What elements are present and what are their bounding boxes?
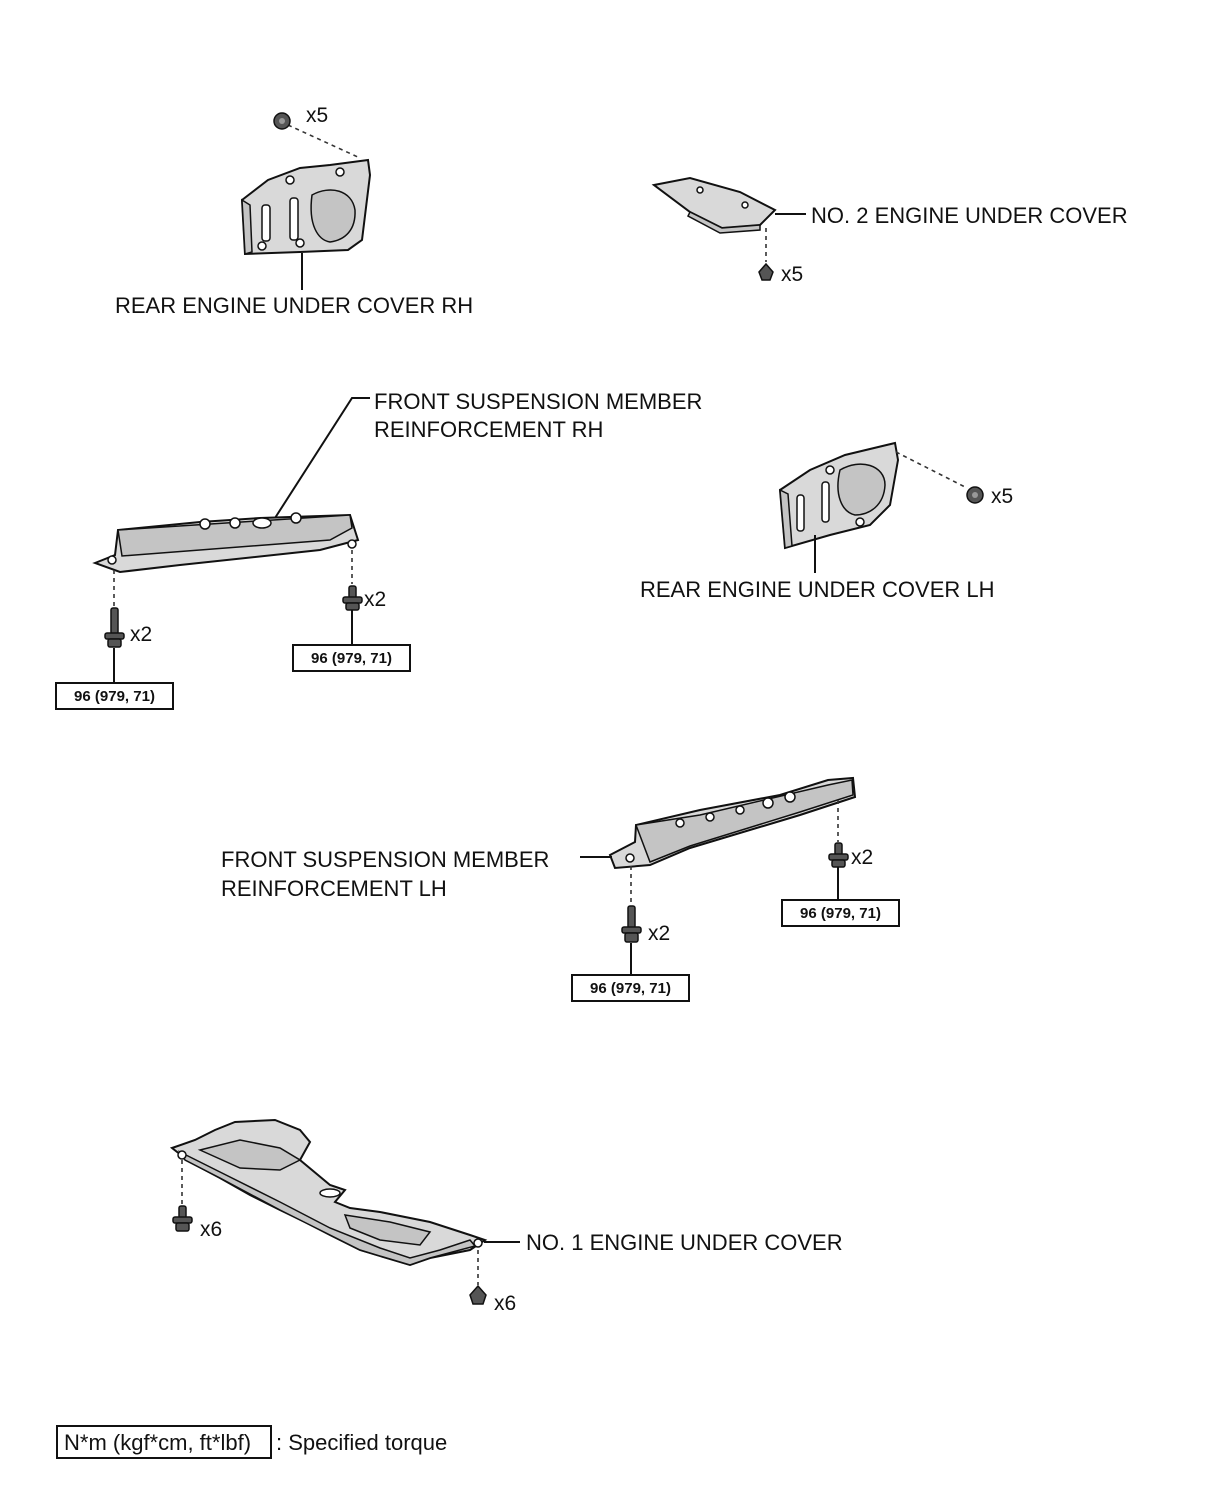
label-no1-engine-under-cover: NO. 1 ENGINE UNDER COVER (526, 1230, 843, 1255)
torque-value: 96 (979, 71) (74, 688, 155, 705)
legend-unit-box: N*m (kgf*cm, ft*lbf) (64, 1430, 251, 1455)
label-rear-engine-under-cover-rh: REAR ENGINE UNDER COVER RH (115, 293, 473, 318)
torque-box-fsm-rh-right: 96 (979, 71) (292, 644, 411, 672)
label-fsm-lh-line2: REINFORCEMENT LH (221, 876, 447, 901)
front-suspension-member-reinforcement-rh (92, 397, 370, 683)
clip-icon (966, 486, 984, 504)
bolt-icon (621, 905, 642, 943)
bolt-icon (828, 842, 849, 868)
label-rear-engine-under-cover-lh: REAR ENGINE UNDER COVER LH (640, 577, 995, 602)
label-fsm-rh-line1: FRONT SUSPENSION MEMBER (374, 389, 702, 414)
legend-description: : Specified torque (276, 1430, 447, 1455)
bolt-icon (104, 607, 125, 648)
torque-box-fsm-lh-left: 96 (979, 71) (571, 974, 690, 1002)
clip-icon (469, 1284, 487, 1305)
qty-rear-lh: x5 (991, 485, 1013, 508)
qty-rear-rh: x5 (306, 104, 328, 127)
clip-icon (273, 112, 291, 130)
qty-fsm-lh-left: x2 (648, 922, 670, 945)
no2-engine-under-cover (651, 176, 806, 262)
rear-engine-under-cover-lh (778, 441, 968, 573)
qty-no1-right: x6 (494, 1292, 516, 1315)
clip-icon (758, 262, 774, 281)
rear-engine-under-cover-rh (240, 124, 372, 290)
no1-engine-under-cover (169, 1118, 520, 1285)
qty-fsm-lh-right: x2 (851, 846, 873, 869)
qty-fsm-rh-right: x2 (364, 588, 386, 611)
label-fsm-lh-line1: FRONT SUSPENSION MEMBER (221, 847, 549, 872)
bolt-icon (172, 1205, 193, 1232)
torque-value: 96 (979, 71) (311, 650, 392, 667)
label-fsm-rh-line2: REINFORCEMENT RH (374, 417, 603, 442)
torque-value: 96 (979, 71) (800, 905, 881, 922)
label-no2-engine-under-cover: NO. 2 ENGINE UNDER COVER (811, 203, 1128, 228)
bolt-icon (342, 585, 363, 611)
torque-value: 96 (979, 71) (590, 980, 671, 997)
qty-no2: x5 (781, 263, 803, 286)
torque-box-fsm-rh-left: 96 (979, 71) (55, 682, 174, 710)
torque-box-fsm-lh-right: 96 (979, 71) (781, 899, 900, 927)
qty-fsm-rh-left: x2 (130, 623, 152, 646)
front-suspension-member-reinforcement-lh (580, 776, 857, 975)
torque-legend: N*m (kgf*cm, ft*lbf) : Specified torque (56, 1425, 447, 1459)
qty-no1-left: x6 (200, 1218, 222, 1241)
